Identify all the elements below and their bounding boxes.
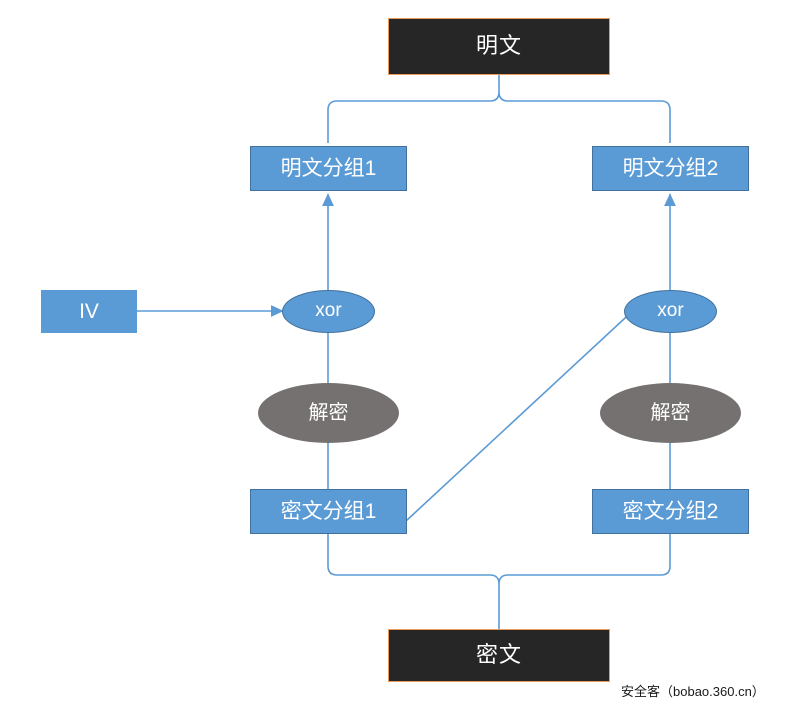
decrypt-ellipse-2[interactable]: 解密 [600,383,741,443]
ciphertext-block-1-label: 密文分组1 [280,499,377,523]
watermark-text: 安全客（bobao.360.cn） [621,684,765,699]
ciphertext-block-2-box[interactable]: 密文分组2 [592,489,749,534]
ciphertext-block-1-box[interactable]: 密文分组1 [250,489,407,534]
xor-ellipse-1[interactable]: xor [282,290,375,333]
ciphertext-box[interactable]: 密文 [388,629,610,682]
plaintext-box-label: 明文 [475,33,522,59]
decrypt-ellipse-1-label: 解密 [308,402,349,424]
ciphertext-box-label: 密文 [475,642,522,668]
plaintext-block-2-label: 明文分组2 [622,156,719,180]
ciphertext-block-2-label: 密文分组2 [622,499,719,523]
decrypt-ellipse-1[interactable]: 解密 [258,383,399,443]
xor-ellipse-1-label: xor [315,300,342,322]
plaintext-block-2-box[interactable]: 明文分组2 [592,146,749,191]
brace-ciphertext-merge [327,533,671,631]
plaintext-block-1-box[interactable]: 明文分组1 [250,146,407,191]
brace-plaintext-split [327,75,671,143]
decrypt-ellipse-2-label: 解密 [650,402,691,424]
iv-box[interactable]: IV [41,290,137,333]
xor-ellipse-2-label: xor [657,300,684,322]
plaintext-box[interactable]: 明文 [388,18,610,75]
iv-box-label: IV [79,299,99,323]
plaintext-block-1-label: 明文分组1 [280,156,377,180]
xor-ellipse-2[interactable]: xor [624,290,717,333]
